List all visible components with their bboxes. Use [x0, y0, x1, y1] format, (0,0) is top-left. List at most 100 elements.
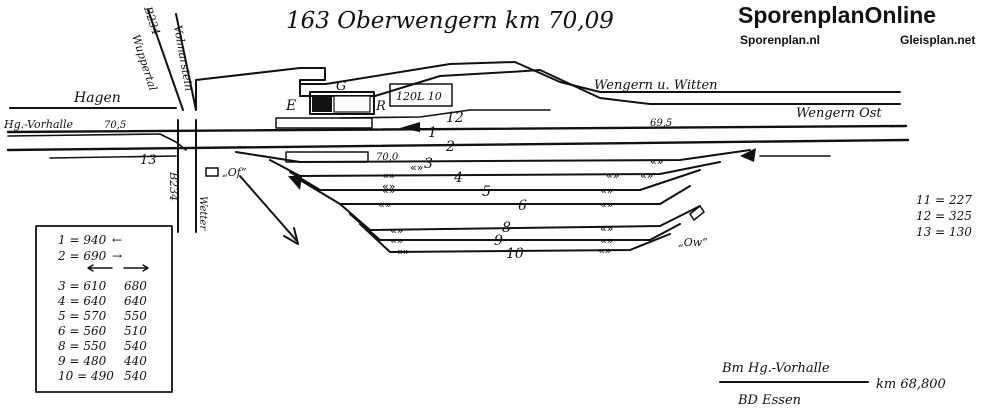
legend-row-other-direction: 680 — [124, 279, 147, 293]
platform-lower — [285, 151, 369, 163]
track-direction-chevrons: «» — [410, 161, 423, 174]
track-direction-chevrons: «» — [600, 184, 613, 197]
legend-row-other-direction: 440 — [123, 354, 147, 368]
legend-box — [35, 225, 173, 393]
track-direction-chevrons: «» — [650, 155, 663, 168]
track-direction-chevrons: «» — [600, 222, 613, 235]
track-label-12: 13 — [140, 153, 157, 168]
legend-row-1: 1 = 940 — [58, 233, 107, 247]
track-label-3: 3 — [424, 156, 433, 172]
right-legend-13: 13 = 130 — [916, 225, 972, 239]
short-hg-vorhalle-track — [7, 133, 161, 137]
track-9 — [349, 213, 681, 241]
track-label-11: 12 — [446, 110, 464, 126]
switch-wedge-3 — [400, 122, 420, 132]
legend-arrow-right — [123, 264, 149, 272]
building-box-label: 120L 10 — [396, 90, 442, 103]
spur-southwest — [239, 175, 297, 241]
platform-upper — [275, 117, 373, 129]
page-title: 163 Oberwengern km 70,09 — [286, 8, 614, 34]
legend-row-1-arrow: ← — [112, 233, 122, 247]
label-hagen: Hagen — [73, 90, 121, 106]
track-label-1: 1 — [428, 125, 437, 141]
track-label-9: 9 — [494, 233, 503, 249]
brand-site-right: Gleisplan.net — [900, 33, 975, 47]
brand-site-left: Sporenplan.nl — [740, 33, 820, 47]
track-direction-chevrons: «» — [600, 198, 613, 211]
track-12 — [49, 155, 177, 159]
legend-row-other-direction: 640 — [124, 294, 147, 308]
label-b234-bottom: B234 — [167, 171, 180, 201]
track-direction-chevrons: «» — [600, 234, 613, 247]
track-direction-chevrons: «» — [390, 234, 403, 247]
legend-row-2: 2 = 690 — [57, 249, 107, 263]
switch-wedge-2 — [740, 148, 756, 162]
legend-row-other-direction: 540 — [124, 369, 147, 383]
building-label-box — [389, 83, 453, 107]
station-building — [309, 91, 375, 115]
track-label-2: 2 — [445, 139, 455, 155]
track-direction-chevrons: «» — [396, 245, 409, 258]
building-g-label: G — [336, 79, 346, 94]
building-r-label: R — [375, 99, 386, 114]
spur-arrowhead — [283, 227, 299, 245]
right-legend-12: 12 = 325 — [916, 209, 972, 223]
track-3 — [235, 149, 751, 163]
switch-wedge-1 — [288, 176, 302, 190]
building-e-fill — [312, 96, 332, 112]
label-b234-top: B234 — [141, 4, 163, 37]
track-label-6: 6 — [518, 198, 527, 214]
track-label-10: 10 — [506, 246, 524, 262]
km-mark-695: 69,5 — [650, 118, 672, 129]
label-wetter: Wetter — [197, 196, 208, 231]
track-direction-chevrons: «» — [378, 198, 391, 211]
legend-row-track: 4 = 640 — [57, 294, 107, 308]
track-direction-chevrons: «» — [606, 169, 619, 182]
label-hg-vorhalle-km: 70,5 — [104, 120, 126, 131]
track-direction-chevrons: «» — [640, 169, 653, 182]
legend-row-track: 6 = 560 — [58, 324, 107, 338]
track-4 — [269, 159, 721, 177]
building-e-label: E — [285, 98, 296, 114]
legend-row-other-direction: 540 — [124, 339, 147, 353]
connector-main — [159, 133, 187, 151]
track-10 — [359, 223, 671, 253]
signal-ow-label: „Ow“ — [678, 236, 708, 249]
brand-name: SporenplanOnline — [738, 2, 936, 28]
legend-row-track: 10 = 490 — [58, 369, 114, 383]
signal-of-label: „Of“ — [222, 166, 247, 179]
signal-ow-hatch — [688, 204, 706, 222]
legend-row-other-direction: 510 — [124, 324, 147, 338]
label-volmarstein: Volmarstein — [171, 24, 195, 92]
km-mark-700: 70,0 — [376, 152, 399, 163]
track-label-4: 4 — [453, 170, 463, 186]
road-wuppertal — [175, 13, 197, 111]
label-wengern-witten: Wengern u. Witten — [594, 78, 718, 93]
label-wengern-ost: Wengern Ost — [796, 106, 882, 121]
label-wuppertal: Wuppertal — [129, 33, 160, 93]
footer-bm: Bm Hg.-Vorhalle — [721, 361, 830, 376]
footer-km: km 68,800 — [876, 377, 946, 392]
signal-of-hatch — [205, 167, 219, 177]
track-label-8: 8 — [502, 220, 511, 236]
legend-row-other-direction: 550 — [124, 309, 147, 323]
track-11 — [339, 109, 551, 119]
track-5 — [289, 169, 701, 191]
legend-row-track: 3 = 610 — [58, 279, 107, 293]
track-direction-chevrons: «» — [390, 224, 403, 237]
track-direction-chevrons: «» — [382, 180, 395, 193]
track-6 — [299, 179, 691, 205]
road-upper-boundary-2 — [299, 61, 901, 97]
main-track-1 — [6, 124, 908, 134]
legend-row-track: 9 = 480 — [58, 354, 107, 368]
building-r-hatch — [333, 95, 371, 113]
legend-row-track: 8 = 550 — [58, 339, 107, 353]
track-8 — [339, 203, 701, 231]
legend-arrow-left — [87, 264, 113, 272]
label-hg-vorhalle: Hg.-Vorhalle — [3, 118, 74, 131]
legend-row-2-arrow: → — [112, 249, 122, 263]
track-direction-chevrons: «» — [382, 169, 395, 182]
track-direction-chevrons: «» — [598, 244, 611, 257]
